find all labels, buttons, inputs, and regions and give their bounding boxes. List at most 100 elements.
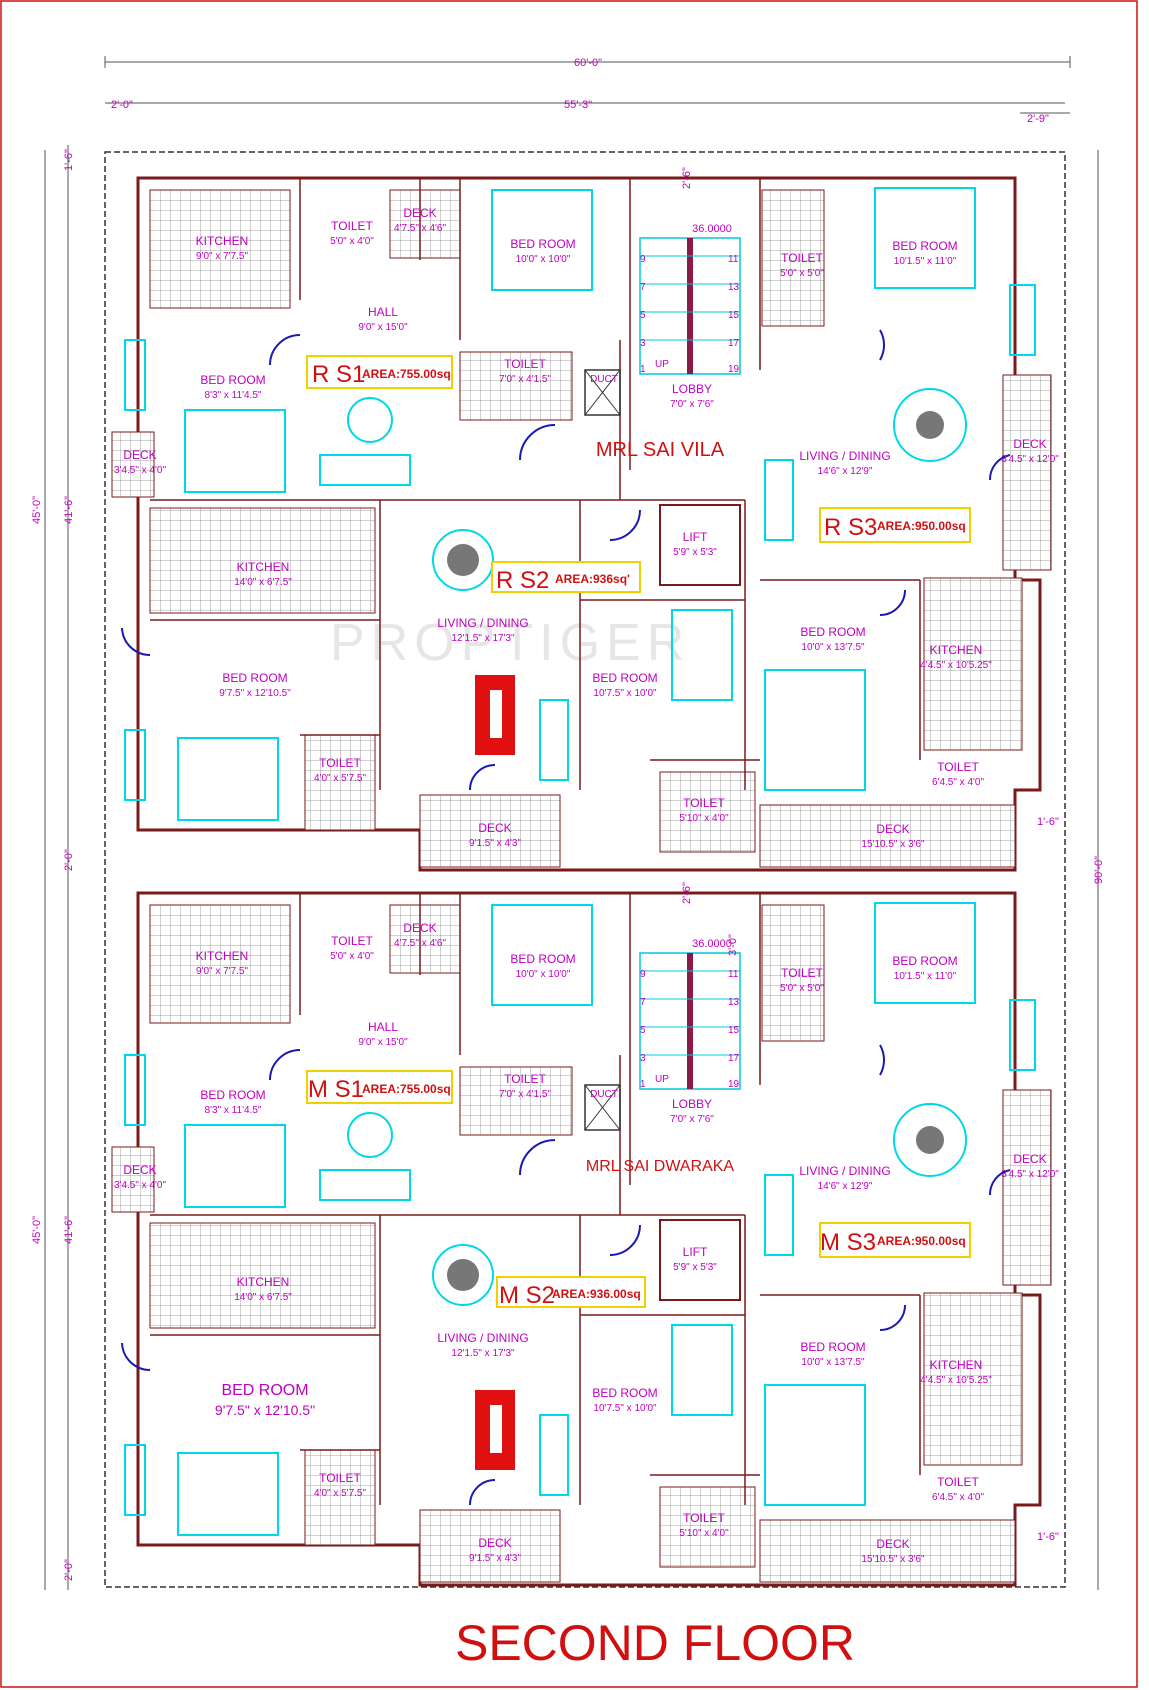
stair-n-10-b: 19 [728, 1079, 740, 1090]
room-deck-5-b: DECK [876, 1537, 909, 1551]
unit-label-ms2: M S2 [499, 1282, 555, 1309]
room-toilet-6: TOILET [937, 760, 979, 774]
stair-n-9: 17 [728, 338, 740, 349]
watermark: PROPTIGER [330, 614, 690, 672]
room-kitchen-1-size: 9'0" x 7'7.5" [196, 251, 249, 262]
room-bed-6-size: 10'0" x 13'7.5" [801, 642, 865, 653]
room-bed-3: BED ROOM [892, 239, 957, 253]
room-kitchen-3-size-b: 4'4.5" x 10'5.25" [920, 1375, 992, 1386]
unit-area-ms2: AREA:936.00sq [552, 1287, 641, 1301]
room-deck-4: DECK [478, 821, 511, 835]
stair-n-8: 15 [728, 310, 740, 321]
room-hall-size: 9'0" x 15'0" [358, 322, 408, 333]
unit-labels-top: R S1 AREA:755.00sq R S2 AREA:936sq' R S3… [306, 355, 971, 594]
room-toilet-5-b: TOILET [683, 1511, 725, 1525]
dim-left-inner-top: 41'-6" [63, 496, 75, 524]
stair-height-label: 36.0000 [692, 223, 732, 235]
room-bed-3-size: 10'1.5" x 11'0" [894, 256, 957, 267]
room-toilet-3: TOILET [781, 251, 823, 265]
room-toilet-4-b: TOILET [319, 1471, 361, 1485]
room-bed-3-size-b: 10'1.5" x 11'0" [894, 971, 957, 982]
room-toilet-5-size: 5'10" x 4'0" [679, 813, 729, 824]
room-toilet-1-size-b: 5'0" x 4'0" [330, 951, 374, 962]
room-kitchen-1: KITCHEN [196, 234, 249, 248]
stair-n-4: 3 [640, 338, 646, 349]
room-bed-1-size-b: 10'0" x 10'0" [516, 969, 571, 980]
room-deck-2-b: DECK [123, 1163, 156, 1177]
room-lift-size-b: 5'9" x 5'3" [673, 1262, 717, 1273]
room-bed-5-size: 10'7.5" x 10'0" [593, 688, 657, 699]
stair-up: UP [655, 359, 669, 370]
room-bed-1-b: BED ROOM [510, 952, 575, 966]
stair-n-8-b: 15 [728, 1025, 740, 1036]
room-toilet-1-b: TOILET [331, 934, 373, 948]
stair-n-3: 5 [640, 310, 646, 321]
unit-area-rs1: AREA:755.00sq [362, 367, 451, 381]
room-bed-5-b: BED ROOM [592, 1386, 657, 1400]
room-hall-b: HALL [368, 1020, 398, 1034]
room-toilet-1: TOILET [331, 219, 373, 233]
room-toilet-3-size-b: 5'0" x 5'0" [780, 983, 824, 994]
left-dimensions: 1'-6" 45'-0" 41'-6" 2'-0" 45'-0" 41'-6" … [31, 145, 75, 1590]
room-duct-b: DUCT [590, 1089, 618, 1100]
room-deck-3: DECK [1013, 437, 1046, 451]
stair-n-5: 1 [640, 364, 646, 375]
room-living-2-size: 12'1.5" x 17'3" [451, 633, 515, 644]
building-block-top: 36.0000 2'-6" [111, 167, 1052, 872]
dim-right-small-2: 1'-6" [1037, 1531, 1059, 1543]
room-living-2-b: LIVING / DINING [437, 1331, 528, 1345]
dim-left-margin: 2'-0" [111, 99, 133, 111]
unit-label-ms3: M S3 [820, 1229, 876, 1256]
stair-n-9-b: 17 [728, 1053, 740, 1064]
unit-label-rs3: R S3 [824, 514, 877, 541]
room-toilet-6-size-b: 6'4.5" x 4'0" [932, 1492, 985, 1503]
room-toilet-6-size: 6'4.5" x 4'0" [932, 777, 985, 788]
room-deck-2-size-b: 3'4.5" x 4'0" [114, 1180, 167, 1191]
room-toilet-2-size: 7'0" x 4'1.5" [499, 374, 552, 385]
stair-n-6-b: 11 [728, 969, 739, 980]
room-bed-6-b: BED ROOM [800, 1340, 865, 1354]
dim-right-total: 90'-0" [1093, 856, 1105, 884]
room-toilet-3-b: TOILET [781, 966, 823, 980]
room-toilet-2-b: TOILET [504, 1072, 546, 1086]
stair-n-1-b: 9 [640, 969, 646, 980]
dim-top-left-small: 1'-6" [63, 149, 75, 171]
unit-label-ms1: M S1 [308, 1076, 364, 1103]
room-bed-2-size-b: 8'3" x 11'4.5" [205, 1105, 262, 1116]
unit-area-ms3: AREA:950.00sq [877, 1234, 966, 1248]
stair-n-5-b: 1 [640, 1079, 646, 1090]
building-name-2: MRL SAI DWARAKA [586, 1158, 735, 1175]
labels-top-block: KITCHEN 9'0" x 7'7.5" TOILET 5'0" x 4'0"… [114, 206, 1059, 850]
stair-n-6: 11 [728, 254, 739, 265]
room-deck-4-b: DECK [478, 1536, 511, 1550]
room-deck-4-size: 9'1.5" x 4'3" [469, 838, 522, 849]
room-deck-3-b: DECK [1013, 1152, 1046, 1166]
dim-left-block-bottom: 45'-0" [31, 1216, 43, 1244]
room-bed-4-b: BED ROOM [221, 1382, 308, 1399]
room-living-2-size-b: 12'1.5" x 17'3" [451, 1348, 515, 1359]
room-bed-4-size: 9'7.5" x 12'10.5" [219, 688, 291, 699]
stair-n-3-b: 5 [640, 1025, 646, 1036]
room-toilet-5-size-b: 5'10" x 4'0" [679, 1528, 729, 1539]
room-deck-2: DECK [123, 448, 156, 462]
room-bed-2-size: 8'3" x 11'4.5" [205, 390, 262, 401]
dim-middle-width: 55'-3" [564, 99, 592, 111]
room-hall: HALL [368, 305, 398, 319]
dim-total-width: 60'-0" [574, 57, 602, 69]
room-toilet-4-size: 4'0" x 5'7.5" [314, 773, 367, 784]
dim-right-margin: 2'-9" [1027, 113, 1049, 125]
stair-n-1: 9 [640, 254, 646, 265]
dim-left-block-top: 45'-0" [31, 496, 43, 524]
room-bed-3-b: BED ROOM [892, 954, 957, 968]
room-kitchen-2-b: KITCHEN [237, 1275, 290, 1289]
room-bed-5-size-b: 10'7.5" x 10'0" [593, 1403, 657, 1414]
room-toilet-2-size-b: 7'0" x 4'1.5" [499, 1089, 552, 1100]
room-toilet-4-size-b: 4'0" x 5'7.5" [314, 1488, 367, 1499]
room-kitchen-1-b: KITCHEN [196, 949, 249, 963]
room-bed-4-size-b: 9'7.5" x 12'10.5" [215, 1402, 315, 1418]
building-name-1: MRL SAI VILA [596, 439, 725, 461]
room-deck-1: DECK [403, 206, 436, 220]
stair-up-b: UP [655, 1074, 669, 1085]
